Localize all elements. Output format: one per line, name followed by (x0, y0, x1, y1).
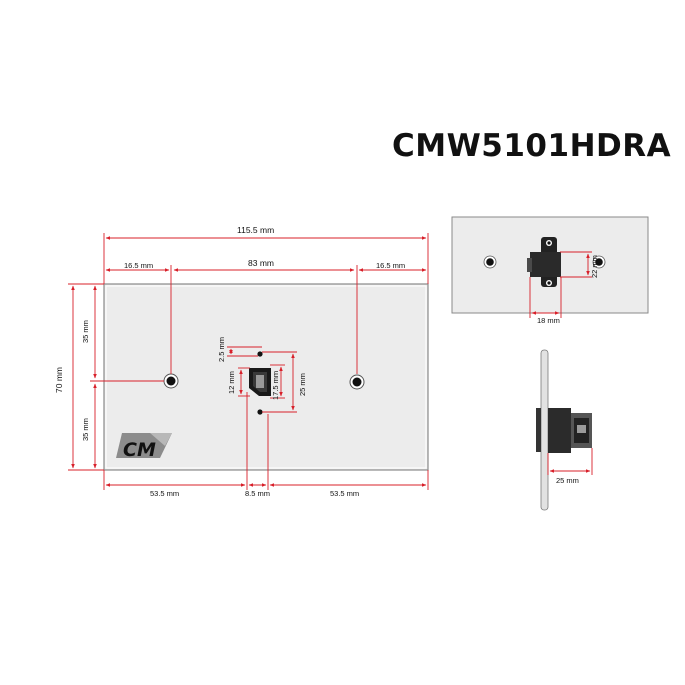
dim-rear-width: 18 mm (537, 316, 560, 325)
dim-lower-half: 35 mm (81, 418, 90, 441)
svg-text:CM: CM (123, 439, 156, 461)
rear-view: 22 mm 18 mm (451, 216, 649, 325)
dim-left-edge-to-screw: 16.5 mm (124, 261, 153, 270)
dim-bottom-right: 53.5 mm (330, 489, 359, 498)
mount-hole-bottom (257, 409, 263, 415)
dim-right-edge-to-screw: 16.5 mm (376, 261, 405, 270)
dim-screw-spacing: 83 mm (248, 258, 274, 268)
dim-hole-spacing: 25 mm (298, 373, 307, 396)
dim-hole-offset: 2.5 mm (217, 337, 226, 362)
product-title: CMW5101HDRA (392, 128, 672, 164)
dim-upper-half: 35 mm (81, 320, 90, 343)
dim-cutout-height: 17.5 mm (271, 371, 280, 400)
side-module (536, 408, 592, 453)
dim-overall-height: 70 mm (54, 367, 64, 393)
front-plate-view: CM 115.5 mm 16.5 mm 83 mm 16.5 mm 70 mm … (54, 225, 429, 498)
rear-module (527, 237, 561, 287)
side-plate (540, 349, 549, 511)
dim-side-depth: 25 mm (556, 476, 579, 485)
dim-overall-width: 115.5 mm (237, 225, 274, 235)
mount-hole-top (257, 351, 263, 357)
side-view: 25 mm (536, 349, 593, 511)
dim-bottom-center: 8.5 mm (245, 489, 270, 498)
left-screw-hole (163, 373, 179, 389)
dim-port-height: 12 mm (227, 371, 236, 394)
hdmi-port-icon (249, 351, 271, 415)
cm-logo: CM (116, 433, 172, 461)
right-screw-hole (349, 374, 365, 390)
dim-rear-height: 22 mm (590, 255, 599, 278)
dim-bottom-left: 53.5 mm (150, 489, 179, 498)
